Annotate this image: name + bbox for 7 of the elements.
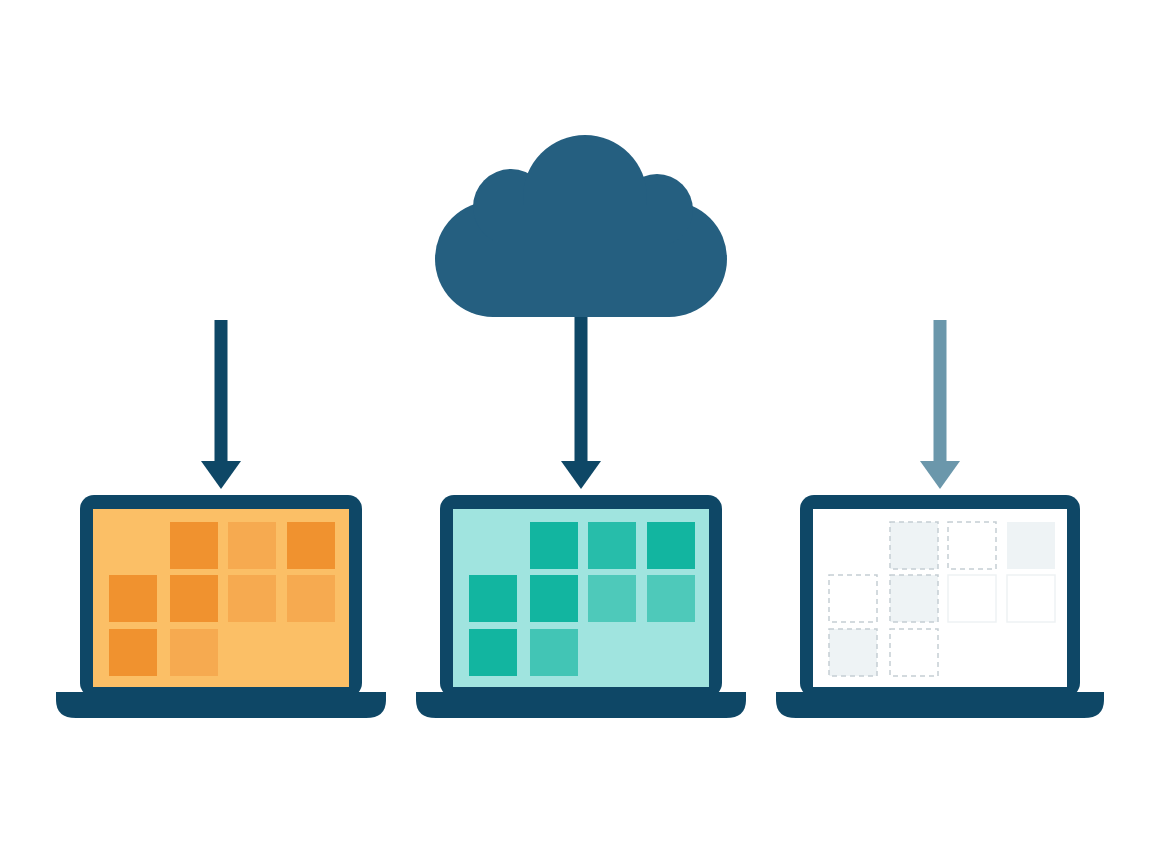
laptop-illustration <box>56 495 386 718</box>
laptop-illustration <box>776 495 1104 718</box>
arrow <box>201 320 241 489</box>
arrow <box>561 317 601 489</box>
cloud-shape <box>435 135 727 317</box>
arrow <box>920 320 960 489</box>
laptop-illustration <box>416 495 746 718</box>
